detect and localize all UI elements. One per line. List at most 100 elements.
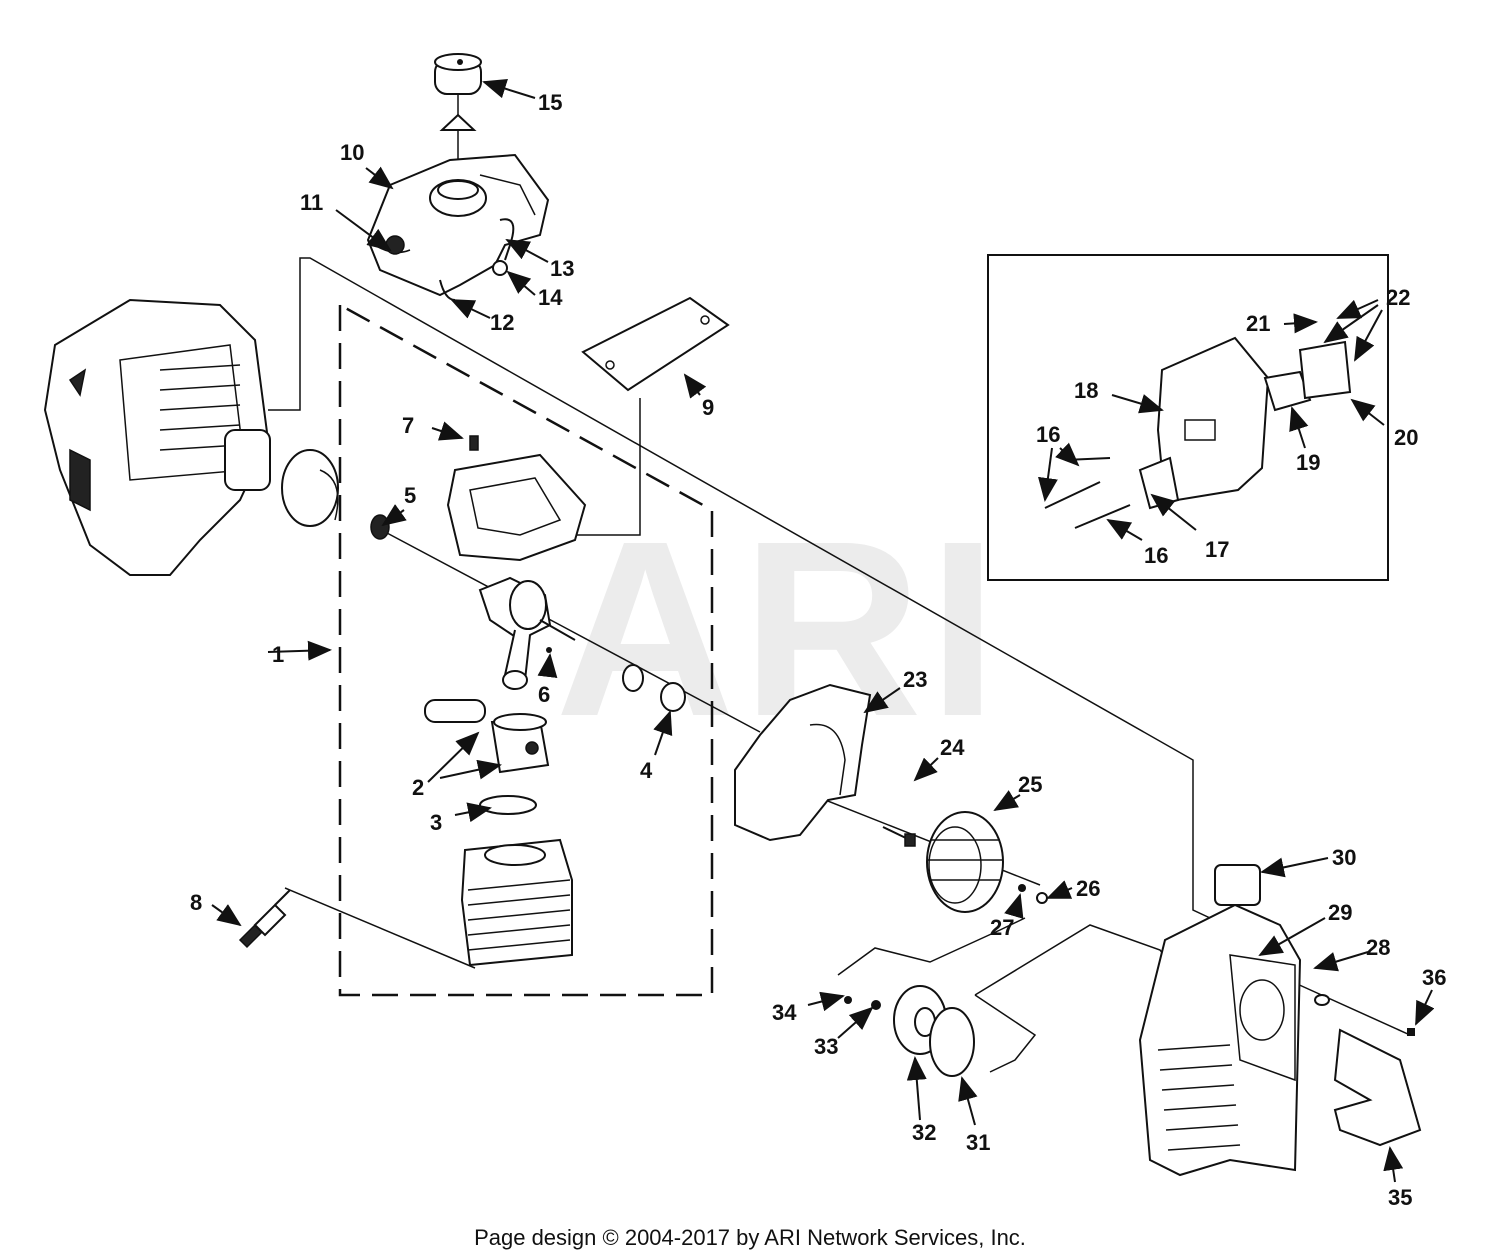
callout-arrow-2b — [439, 759, 502, 780]
callout-31: 31 — [966, 1130, 990, 1155]
engine-housing-icon — [43, 298, 271, 576]
callout-2: 2 — [412, 775, 424, 800]
muffler-inset-frame — [987, 254, 1389, 581]
washer-small-icon — [871, 1000, 881, 1010]
callout-14: 14 — [538, 285, 563, 310]
muffler-bolts-icon — [1044, 457, 1131, 529]
spark-plug-icon — [238, 889, 291, 949]
callout-arrow-35 — [1383, 1146, 1404, 1183]
oring-icon — [622, 664, 644, 692]
bearing-icon — [370, 514, 390, 540]
cylinder-icon — [460, 838, 573, 967]
starter-leader-2 — [974, 994, 1037, 1073]
muffler-icon — [1156, 336, 1270, 504]
washer-icon — [1018, 884, 1026, 892]
callout-1: 1 — [272, 642, 284, 667]
callout-11: 11 — [300, 190, 323, 215]
callout-10: 10 — [340, 140, 364, 165]
callout-arrow-6 — [537, 653, 558, 679]
callout-22: 22 — [1386, 285, 1410, 310]
callout-13: 13 — [550, 256, 574, 281]
starter-plate-icon — [929, 1007, 975, 1077]
spark-plug-leader — [284, 887, 476, 969]
callout-arrow-22a — [1336, 299, 1379, 319]
callout-34: 34 — [772, 1000, 797, 1025]
callout-arrow-28 — [1313, 951, 1369, 972]
callout-arrow-12 — [450, 299, 491, 319]
callout-arrow-22c — [1354, 309, 1383, 362]
callout-arrow-17 — [1150, 493, 1197, 531]
cover-screw-icon — [1407, 1028, 1415, 1036]
clutch-disc-icon — [281, 449, 339, 527]
callout-arrow-8 — [211, 904, 242, 927]
callout-arrow-32 — [906, 1056, 927, 1121]
spark-arrestor-icon — [1263, 370, 1312, 412]
callout-33: 33 — [814, 1034, 838, 1059]
callout-12: 12 — [490, 310, 514, 335]
callout-16-bottom: 16 — [1144, 543, 1168, 568]
flywheel-icon — [926, 811, 1004, 913]
callout-arrow-16a — [1038, 447, 1058, 502]
callout-arrow-5 — [381, 504, 407, 527]
crankcase-icon — [446, 435, 587, 562]
callout-7: 7 — [402, 413, 414, 438]
fan-housing-icon — [734, 683, 872, 842]
oil-seal-icon — [660, 682, 686, 712]
callout-3: 3 — [430, 810, 442, 835]
callout-arrow-3 — [454, 802, 492, 823]
callout-arrow-20 — [1350, 398, 1385, 426]
callout-arrow-30 — [1260, 857, 1329, 878]
callout-4: 4 — [640, 758, 653, 783]
footer-credit: Page design © 2004-2017 by ARI Network S… — [474, 1225, 1026, 1250]
throttle-block-icon — [1214, 864, 1261, 906]
callout-arrow-25 — [993, 790, 1021, 812]
callout-arrow-26 — [1046, 880, 1073, 899]
callout-arrow-23 — [863, 687, 901, 714]
callout-arrow-29 — [1258, 917, 1326, 956]
cover-screw-axis — [1294, 982, 1411, 1036]
frame-bracket-icon — [1333, 1028, 1422, 1147]
callout-arrow-4 — [653, 710, 673, 756]
callout-arrow-14 — [506, 270, 536, 296]
fuel-cap-icon — [434, 53, 482, 178]
callout-36: 36 — [1422, 965, 1446, 990]
callout-arrow-7 — [431, 421, 464, 441]
callout-26: 26 — [1076, 876, 1100, 901]
callout-32: 32 — [912, 1120, 936, 1145]
callout-arrow-22b — [1323, 304, 1379, 344]
ignition-leader — [837, 917, 1026, 976]
callout-5: 5 — [404, 483, 416, 508]
retainer-icon — [1314, 994, 1330, 1006]
callout-arrow-2a — [427, 731, 480, 783]
callout-25: 25 — [1018, 772, 1042, 797]
callout-arrow-19 — [1289, 406, 1309, 449]
shield-plate-icon — [581, 296, 730, 392]
callout-29: 29 — [1328, 900, 1352, 925]
callout-18: 18 — [1074, 378, 1098, 403]
callout-arrow-13 — [505, 239, 549, 263]
callout-arrow-15 — [482, 79, 536, 99]
grommet-icon — [492, 260, 508, 276]
callout-arrow-21 — [1283, 313, 1318, 334]
callout-23: 23 — [903, 667, 927, 692]
callout-17: 17 — [1205, 537, 1229, 562]
starter-cover-icon — [1138, 903, 1302, 1177]
callout-27: 27 — [990, 915, 1014, 940]
piston-ring-icon — [479, 795, 537, 815]
spring-icon — [319, 469, 339, 521]
callout-9: 9 — [702, 395, 714, 420]
callout-arrow-27 — [1004, 893, 1024, 919]
callout-30: 30 — [1332, 845, 1356, 870]
screw-icon — [882, 826, 916, 847]
fuel-tank-icon — [366, 153, 550, 301]
callout-21: 21 — [1246, 311, 1270, 336]
callout-arrow-16b — [1055, 442, 1080, 467]
callout-arrow-11 — [335, 209, 392, 252]
callout-20: 20 — [1394, 425, 1418, 450]
callout-24: 24 — [940, 735, 965, 760]
crankshaft-icon — [478, 576, 576, 690]
callout-35: 35 — [1388, 1185, 1412, 1210]
callout-arrow-18 — [1111, 394, 1164, 414]
